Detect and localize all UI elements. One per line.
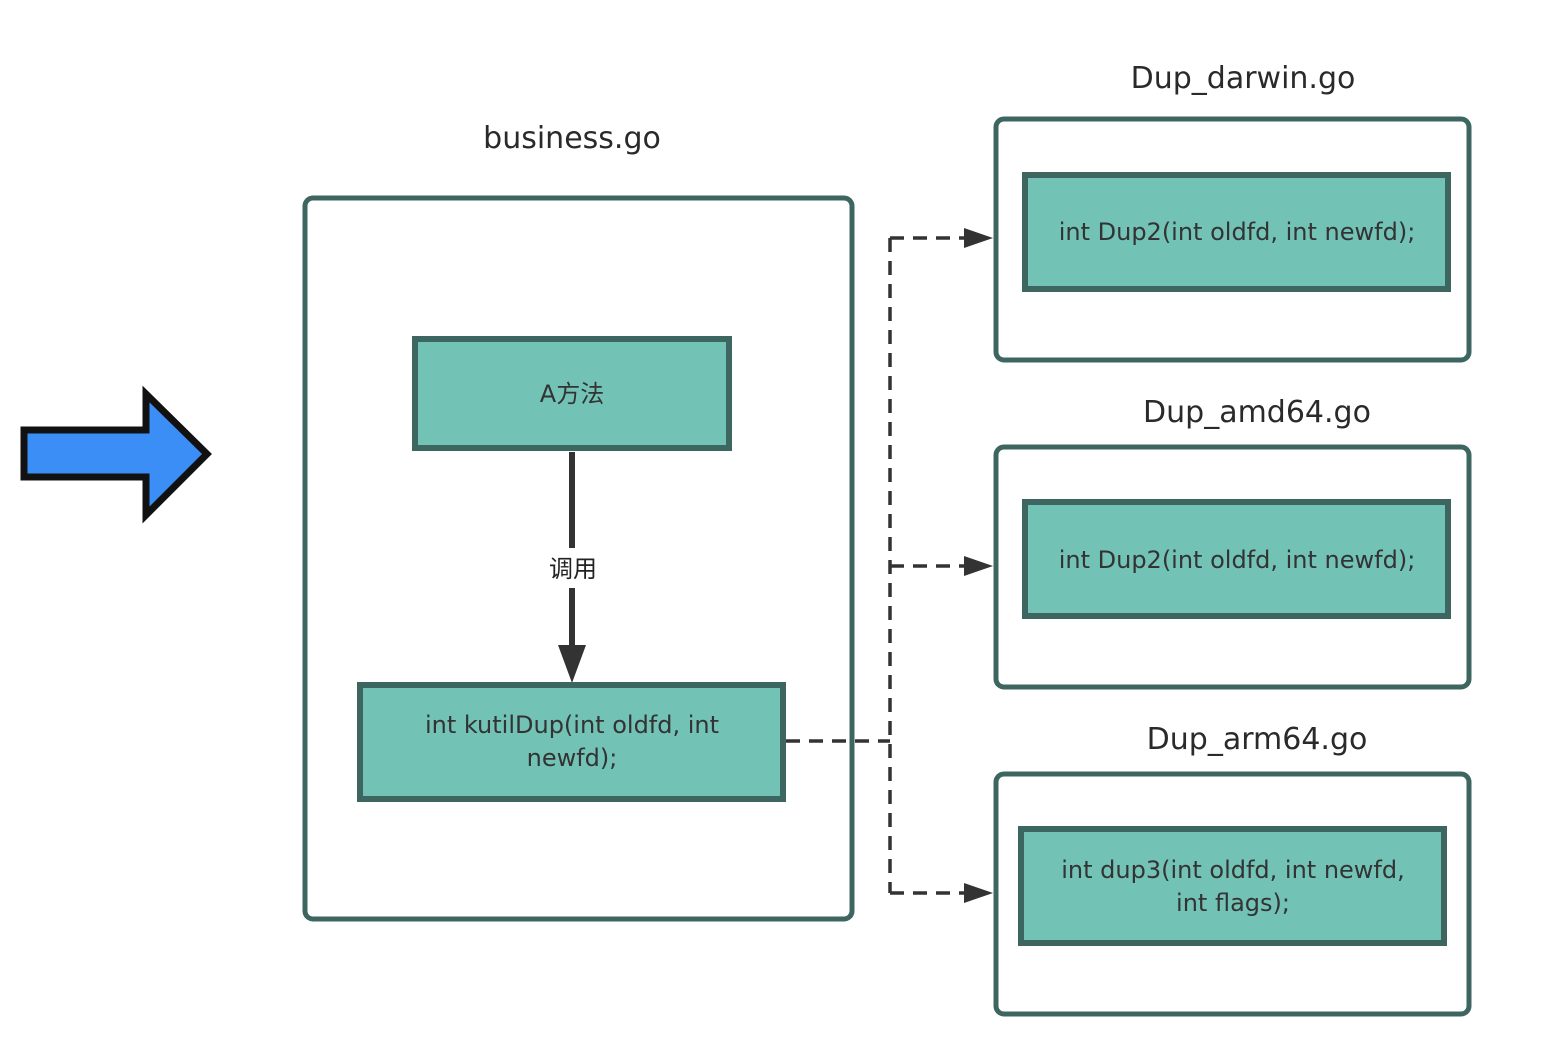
kutil-dup-label-line2: newfd); — [527, 744, 618, 772]
dispatch-arrowhead-amd64 — [964, 556, 993, 576]
business-file-title: business.go — [483, 121, 661, 156]
darwin-file-title: Dup_darwin.go — [1131, 61, 1356, 96]
arm64-dup3-label-line1: int dup3(int oldfd, int newfd, — [1061, 856, 1405, 884]
call-edge-arrowhead — [558, 645, 586, 683]
right-arrow-icon — [20, 385, 212, 524]
dispatch-arrowhead-arm64 — [964, 883, 993, 903]
arm64-dup3-label-line2: int flags); — [1176, 889, 1290, 917]
darwin-dup2-label-line1: int Dup2(int oldfd, int newfd); — [1059, 218, 1416, 246]
method-a-box — [412, 336, 732, 451]
dispatch-arrowhead-darwin — [964, 228, 993, 248]
amd64-dup2-box — [1022, 499, 1451, 619]
arm64-dup3-box — [1018, 826, 1447, 946]
kutil-dup-label-line1: int kutilDup(int oldfd, int — [425, 711, 719, 739]
method-a-label: A方法 — [540, 380, 604, 408]
amd64-dup2-label-line1: int Dup2(int oldfd, int newfd); — [1059, 546, 1416, 574]
darwin-dup2-box — [1022, 172, 1451, 292]
call-edge-label: 调用 — [549, 555, 597, 583]
amd64-file-title: Dup_amd64.go — [1143, 395, 1371, 430]
kutil-dup-box — [357, 682, 786, 802]
arm64-file-title: Dup_arm64.go — [1147, 722, 1368, 757]
